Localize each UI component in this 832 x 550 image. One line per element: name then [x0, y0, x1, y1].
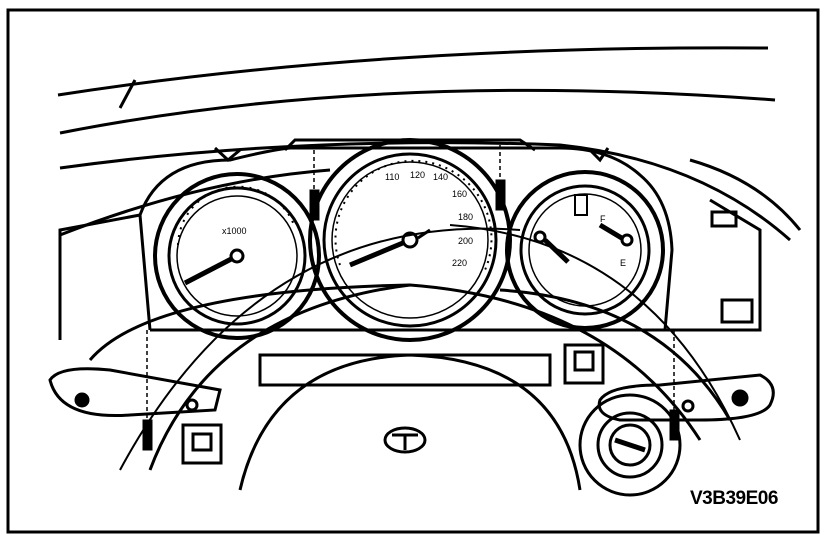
dashboard-top-outline [57, 46, 802, 242]
speed-label: 120 [410, 170, 425, 180]
removal-arcs [119, 224, 741, 471]
speed-label: 220 [452, 258, 467, 268]
speedometer-labels: 110 120 140 160 180 200 220 [385, 170, 473, 268]
tachometer-gauge: x1000 [153, 172, 321, 340]
figure-code: V3B39E06 [690, 488, 778, 509]
speed-label: 140 [433, 172, 448, 182]
left-switch-pod [48, 367, 223, 465]
speed-label: 200 [458, 236, 473, 246]
diagram-border [6, 8, 820, 534]
fuel-temp-gauge: F E [505, 170, 665, 330]
ignition-switch [578, 393, 682, 497]
speed-label: 180 [458, 212, 473, 222]
svg-text:x1000: x1000 [222, 226, 247, 236]
speed-label: 110 [385, 172, 399, 182]
speed-label: 160 [452, 189, 467, 199]
horn-logo [383, 426, 427, 454]
lower-trim-panel [58, 198, 762, 387]
svg-text:E: E [620, 258, 626, 268]
svg-text:F: F [600, 214, 606, 224]
